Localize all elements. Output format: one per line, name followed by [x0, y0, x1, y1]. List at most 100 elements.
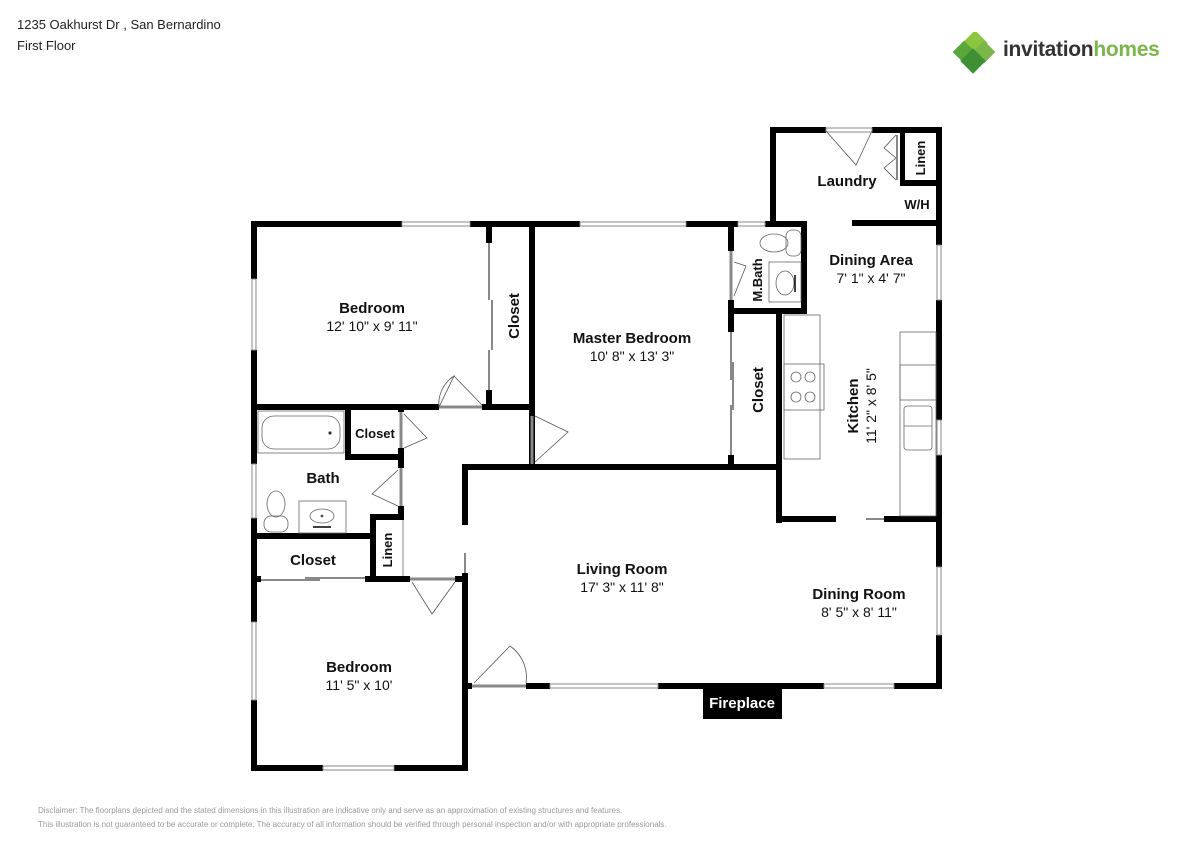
window: [936, 566, 942, 636]
wall: [900, 180, 942, 186]
room-name: Dining Room: [812, 586, 905, 603]
wall: [936, 635, 942, 689]
wall: [686, 221, 738, 227]
wall: [658, 683, 824, 689]
wall: [728, 455, 734, 469]
wall: [251, 765, 323, 771]
wall: [455, 576, 468, 582]
window: [549, 683, 659, 689]
window: [825, 127, 873, 133]
walls: [251, 127, 942, 771]
wall: [728, 300, 734, 332]
wall: [365, 576, 410, 582]
room-name: Bedroom: [326, 659, 392, 676]
room-labels: Bedroom 12' 10" x 9' 11" Closet Master B…: [290, 141, 930, 712]
counter: [899, 331, 937, 517]
sink-icon: [768, 261, 802, 303]
window: [251, 278, 257, 351]
room-dims: 12' 10" x 9' 11": [326, 318, 417, 334]
wall: [398, 404, 404, 412]
property-address: 1235 Oakhurst Dr , San Bernardino: [17, 17, 221, 32]
counter: [783, 314, 821, 460]
window: [251, 463, 257, 519]
wall: [872, 127, 942, 133]
wall: [251, 700, 257, 771]
bathtub-icon: [261, 415, 341, 450]
wall: [776, 516, 836, 522]
room-name: Closet: [750, 367, 767, 413]
room-dims: 7' 1" x 4' 7": [837, 270, 906, 286]
room-name: Closet: [355, 426, 395, 441]
wall: [936, 300, 942, 420]
wall: [251, 221, 402, 227]
wall: [884, 516, 942, 522]
wall: [776, 308, 782, 523]
wall: [486, 221, 492, 243]
wall: [370, 514, 404, 520]
wall: [345, 404, 351, 460]
room-dims: 10' 8" x 13' 3": [590, 348, 675, 364]
fireplace-label: Fireplace: [709, 695, 775, 712]
room-name: Linen: [913, 141, 928, 176]
window: [936, 244, 942, 301]
wall: [370, 514, 376, 582]
wall: [526, 683, 550, 689]
logo-mark-icon: [952, 32, 996, 74]
invitation-homes-logo: invitationhomes: [952, 32, 1172, 74]
toilet-icon: [266, 490, 286, 518]
wall: [936, 455, 942, 567]
logo-wordmark: invitationhomes: [1003, 38, 1160, 61]
wall: [486, 390, 492, 410]
room-name: Living Room: [577, 561, 668, 578]
fireplace-block: [703, 689, 782, 719]
wall: [394, 765, 468, 771]
window: [936, 419, 942, 456]
wall: [770, 127, 776, 227]
room-name: Bedroom: [339, 300, 405, 317]
room-name: Master Bedroom: [573, 330, 691, 347]
door-swing: [438, 374, 455, 408]
fixtures: [257, 229, 937, 534]
window: [823, 683, 895, 689]
wall: [251, 518, 257, 622]
wall: [462, 464, 468, 525]
room-dims: 17' 3" x 11' 8": [580, 579, 664, 595]
room-name: Linen: [380, 533, 395, 568]
wall: [462, 683, 472, 689]
room-name: Closet: [506, 293, 523, 339]
wall: [765, 221, 807, 227]
wall: [900, 127, 905, 186]
wall: [251, 221, 257, 279]
wall: [529, 221, 535, 466]
wall: [728, 221, 734, 251]
wall: [345, 454, 404, 460]
room-name: Kitchen: [845, 378, 862, 433]
appliance: [899, 364, 937, 401]
disclaimer-line-1: Disclaimer: The floorplans depicted and …: [38, 806, 623, 815]
room-dims: 11' 5" x 10': [326, 677, 393, 693]
disclaimer-line-2: This illustration is not guaranteed to b…: [38, 820, 667, 829]
room-name: Dining Area: [829, 252, 913, 269]
windows: [251, 127, 942, 771]
wall: [251, 533, 376, 539]
wall: [728, 308, 804, 314]
room-dims: 8' 5" x 8' 11": [821, 604, 897, 620]
kitchen-sink-icon: [903, 405, 933, 451]
wall: [470, 221, 580, 227]
room-name: W/H: [904, 197, 929, 212]
wall: [482, 404, 534, 410]
wall: [462, 464, 782, 470]
wall: [852, 220, 942, 226]
wall: [801, 221, 807, 314]
floor-label: First Floor: [17, 38, 76, 53]
window: [737, 221, 766, 227]
window: [579, 221, 687, 227]
wall: [398, 506, 404, 520]
toilet-icon: [759, 233, 789, 253]
window: [251, 621, 257, 701]
wall: [251, 576, 261, 582]
room-name: M.Bath: [750, 258, 765, 301]
room-name: Bath: [306, 470, 339, 487]
window: [401, 221, 471, 227]
